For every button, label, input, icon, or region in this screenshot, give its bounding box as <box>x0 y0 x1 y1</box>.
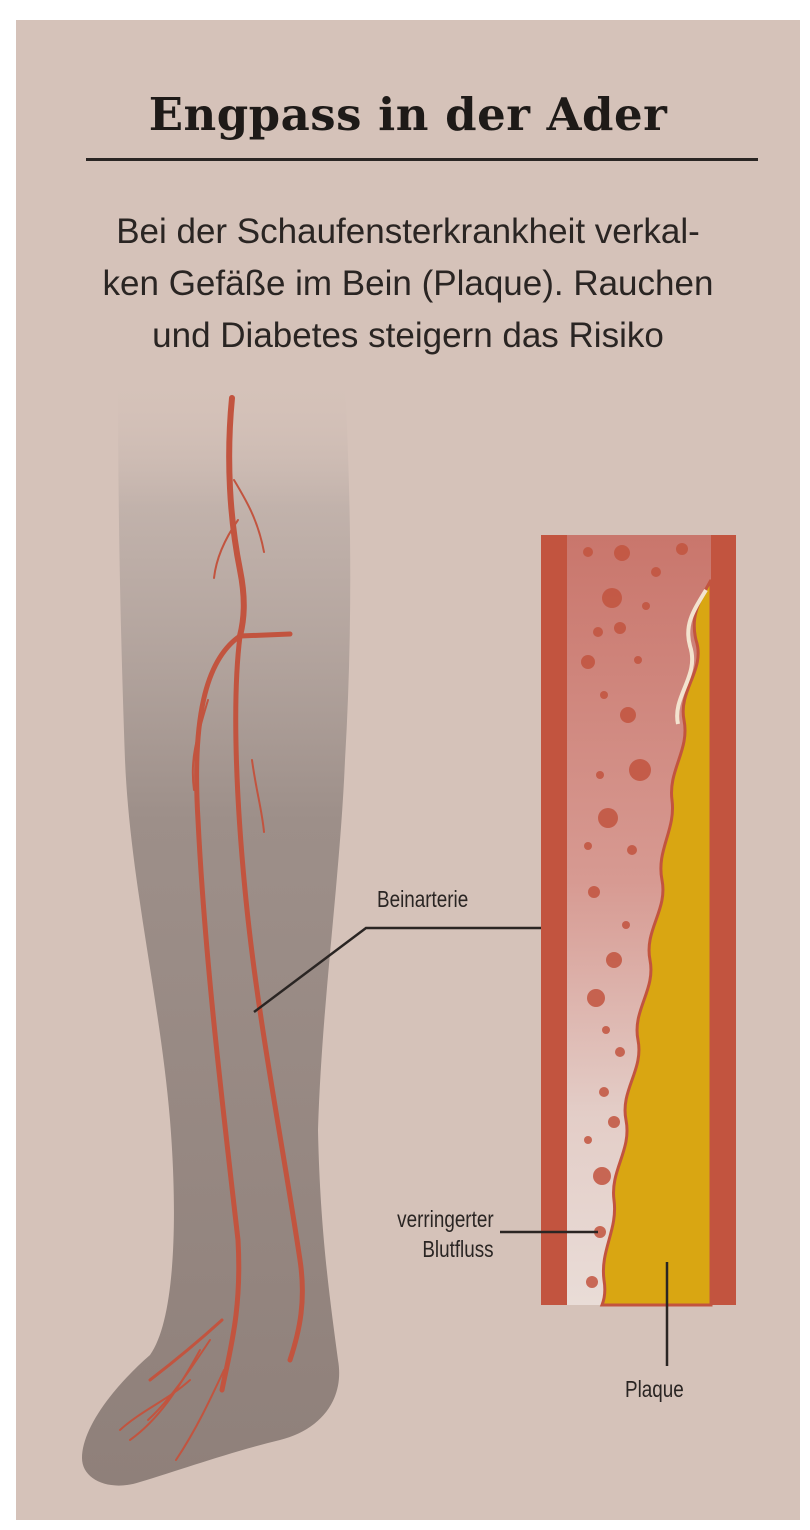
artery-wall-right <box>711 535 736 1305</box>
label-plaque: Plaque <box>625 1374 684 1404</box>
label-reduced-blood-flow: verringerter Blutfluss <box>398 1204 494 1264</box>
leg-silhouette <box>82 375 350 1486</box>
label-reduced-flow-line-1: verringerter <box>398 1204 494 1234</box>
label-reduced-flow-line-2: Blutfluss <box>398 1234 494 1264</box>
label-beinarterie: Beinarterie <box>377 884 468 914</box>
artery-cross-section <box>541 535 736 1305</box>
artery-wall-left <box>541 535 567 1305</box>
